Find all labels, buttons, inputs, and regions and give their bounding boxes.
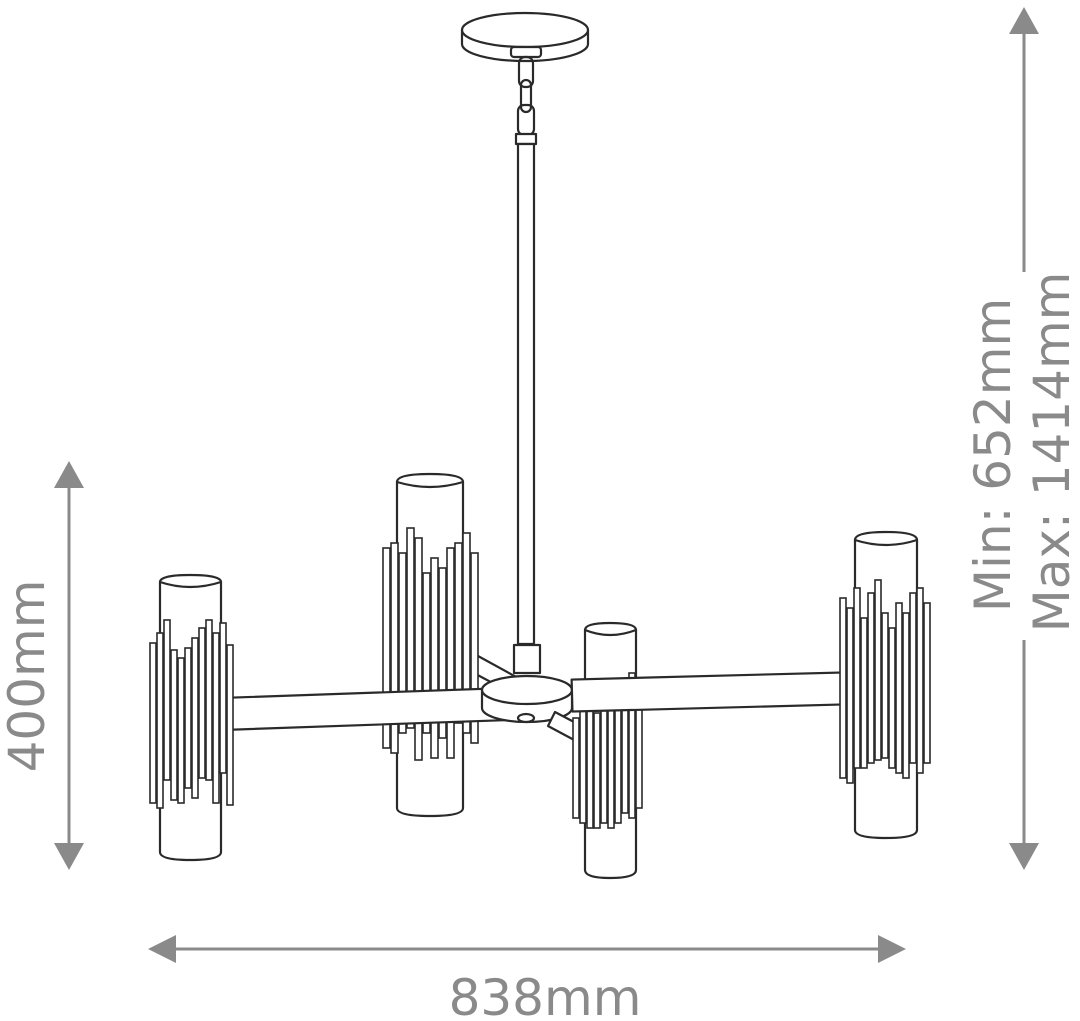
arrow-down-icon xyxy=(1009,843,1039,870)
center-hub xyxy=(480,643,574,724)
chain xyxy=(516,55,536,137)
light-front-center-rods xyxy=(572,672,643,829)
light-back-center xyxy=(382,472,479,818)
light-right-rods xyxy=(839,579,931,784)
ceiling-canopy xyxy=(460,11,590,63)
arrow-up-icon xyxy=(54,461,84,488)
arrow-up-icon xyxy=(1009,7,1039,34)
width-dimension: 838mm xyxy=(148,935,906,1021)
chandelier-drawing xyxy=(149,11,931,880)
drop-max-label: Max: 1414mm xyxy=(1023,272,1080,633)
light-back-center-rods xyxy=(382,527,479,761)
light-left-rods xyxy=(149,619,234,809)
light-right xyxy=(839,530,931,840)
arm-right xyxy=(570,671,846,713)
height-dimension: 400mm xyxy=(0,461,84,870)
arrow-right-icon xyxy=(878,935,906,963)
arrow-down-icon xyxy=(54,843,84,870)
light-front-center xyxy=(572,621,643,880)
light-left xyxy=(149,573,234,862)
width-label: 838mm xyxy=(449,969,642,1021)
drop-dimension: Min: 652mm Max: 1414mm xyxy=(964,7,1080,870)
down-rod xyxy=(514,132,538,646)
arrow-left-icon xyxy=(148,935,176,963)
height-label: 400mm xyxy=(0,580,56,773)
drop-min-label: Min: 652mm xyxy=(964,298,1022,612)
